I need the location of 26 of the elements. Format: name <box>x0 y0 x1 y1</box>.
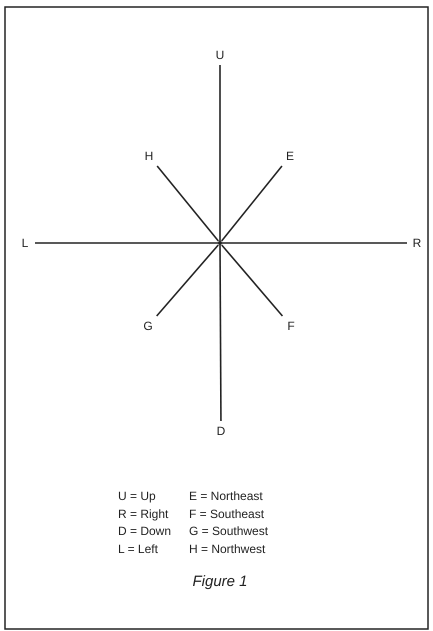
direction-letter: R <box>407 233 427 253</box>
legend-entry: F = Southeast <box>189 506 264 520</box>
center-point <box>218 241 222 245</box>
direction-letter: E <box>280 146 300 166</box>
legend-entry: G = Southwest <box>189 524 268 538</box>
line <box>35 242 218 244</box>
line <box>219 65 221 241</box>
legend-entry: R = Right <box>118 506 168 520</box>
line <box>219 245 222 421</box>
legend-entry: U = Up <box>118 489 156 503</box>
line <box>220 166 283 242</box>
direction-letter: G <box>138 316 158 336</box>
direction-letter: L <box>15 233 35 253</box>
direction-letter: F <box>281 316 301 336</box>
line <box>221 244 284 317</box>
direction-letter: U <box>210 45 230 65</box>
line <box>156 244 219 317</box>
legend-entry: E = Northeast <box>189 489 263 503</box>
legend-entry: H = Northwest <box>189 542 266 556</box>
line <box>222 242 407 244</box>
direction-letter: D <box>211 421 231 441</box>
legend-entry: D = Down <box>118 524 172 538</box>
line <box>156 166 219 242</box>
direction-letter: H <box>139 146 159 166</box>
figure-caption: Figure 1 <box>192 573 248 590</box>
legend-entry: L = Left <box>118 542 158 556</box>
